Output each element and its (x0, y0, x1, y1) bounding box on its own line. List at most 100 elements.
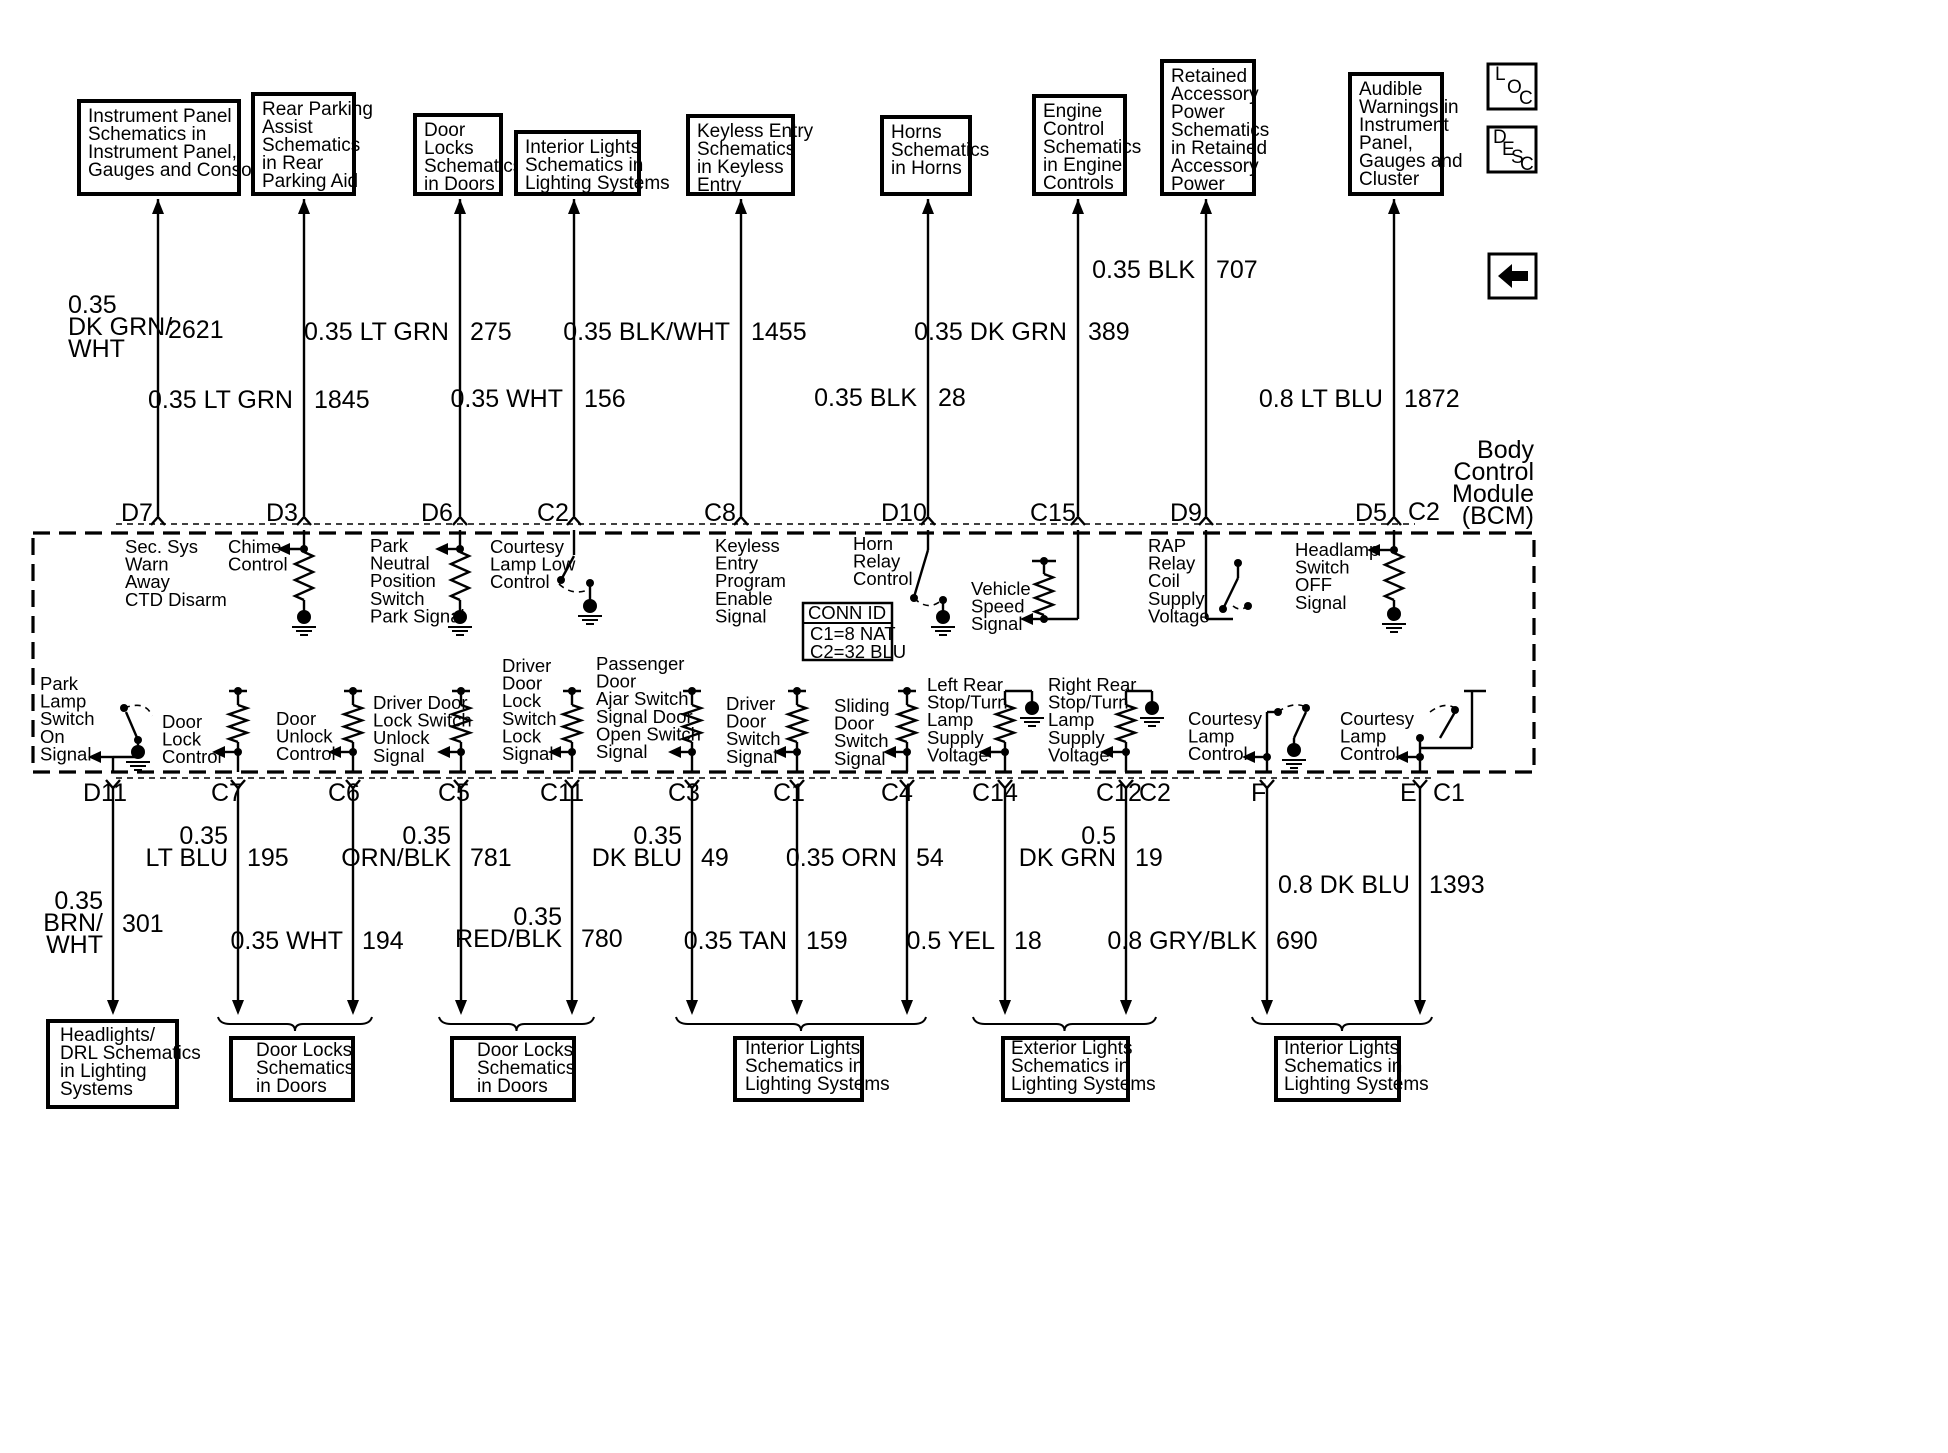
svg-text:L: L (1495, 64, 1506, 85)
pin-label: D3 (266, 499, 298, 527)
wire-color-label: 0.35 DK GRN (914, 318, 1067, 346)
arrow-left-icon (1020, 613, 1033, 625)
circuit-number: 2621 (168, 316, 224, 344)
arrow-left-icon (435, 543, 448, 555)
wire-color-label: 0.35 ORN (786, 844, 897, 872)
schematic-reference-box[interactable] (1348, 72, 1444, 196)
circuit-number: 690 (1276, 927, 1318, 955)
pin-label: C12 (1096, 779, 1142, 807)
node-dot (557, 576, 565, 584)
ground-icon (126, 745, 150, 771)
arrow-up-icon (1200, 199, 1212, 214)
arrow-up-icon (152, 199, 164, 214)
arrow-down-icon (901, 1000, 913, 1015)
wire-color-label: 0.5 YEL (906, 927, 995, 955)
ground-icon (292, 610, 316, 636)
back-arrow-icon[interactable] (1487, 252, 1538, 300)
arrow-up-icon (298, 199, 310, 214)
svg-text:C: C (1519, 88, 1533, 109)
bracket-icon (1251, 1016, 1433, 1032)
pin-label: C8 (704, 499, 736, 527)
arrow-down-icon (232, 1000, 244, 1015)
conn-id-title: CONN ID (808, 602, 886, 623)
arrow-up-icon (1072, 199, 1084, 214)
schematic-reference-box[interactable] (1001, 1036, 1130, 1102)
switch-blade (559, 555, 576, 581)
pin-label: C2 (537, 499, 569, 527)
schematic-reference-box[interactable] (514, 130, 641, 196)
switch-blade (1438, 711, 1457, 739)
schematic-reference-box[interactable] (450, 1036, 576, 1102)
circuit-number: 389 (1088, 318, 1130, 346)
schematic-reference-box[interactable] (1160, 59, 1256, 196)
circuit-number: 1872 (1404, 385, 1460, 413)
connector-terminal-icon (920, 515, 936, 526)
node-dot (793, 687, 801, 695)
arrow-down-icon (455, 1000, 467, 1015)
switch-blade (124, 711, 140, 741)
loc-icon[interactable]: LOC (1486, 62, 1538, 111)
switch-blade (1221, 577, 1240, 610)
arrow-left-icon (548, 746, 561, 758)
connector-terminal-icon (1386, 515, 1402, 526)
arrow-left-icon (277, 543, 290, 555)
switch-travel (913, 597, 943, 607)
schematic-reference-box[interactable] (1274, 1036, 1401, 1102)
wire-color-label: 0.35 WHT (230, 927, 343, 955)
arrow-up-icon (922, 199, 934, 214)
bcm-module-outline (31, 531, 1536, 774)
circuit-number: 781 (470, 844, 512, 872)
node-dot (903, 687, 911, 695)
schematic-reference-box[interactable] (733, 1036, 864, 1102)
circuit-number: 1393 (1429, 871, 1485, 899)
bracket-icon (972, 1016, 1157, 1032)
schematic-reference-box[interactable] (251, 92, 356, 196)
node-dot (1040, 557, 1048, 565)
schematic-reference-box[interactable] (880, 115, 972, 196)
arrow-up-icon (735, 199, 747, 214)
resistor-icon (784, 703, 810, 744)
connector-label: C2 (1408, 498, 1440, 526)
ground-icon (1282, 743, 1306, 769)
arrow-left-icon (1395, 751, 1408, 763)
svg-text:O: O (1507, 77, 1522, 98)
schematic-reference-box[interactable] (77, 99, 241, 196)
ground-icon (1140, 701, 1164, 727)
switch-travel (1277, 704, 1309, 713)
schematic-reference-box[interactable] (413, 113, 503, 196)
pin-label: C4 (881, 779, 913, 807)
circuit-number: 707 (1216, 256, 1258, 284)
schematic-reference-box[interactable] (229, 1036, 355, 1102)
schematic-reference-box[interactable] (46, 1019, 179, 1109)
wire-color-label: 0.35 BLK (1092, 256, 1195, 284)
arrow-left-icon (773, 746, 786, 758)
wire-color-label: 0.8 GRY/BLK (1107, 927, 1257, 955)
bracket-icon (675, 1016, 927, 1032)
connector-terminal-icon (452, 515, 468, 526)
switch-travel (1232, 605, 1249, 610)
pin-label: C11 (540, 779, 584, 807)
pin-label: F (1251, 779, 1266, 807)
schematic-reference-box[interactable] (1032, 94, 1127, 196)
pin-label: C3 (668, 779, 700, 807)
schematic-reference-box[interactable] (686, 114, 795, 196)
